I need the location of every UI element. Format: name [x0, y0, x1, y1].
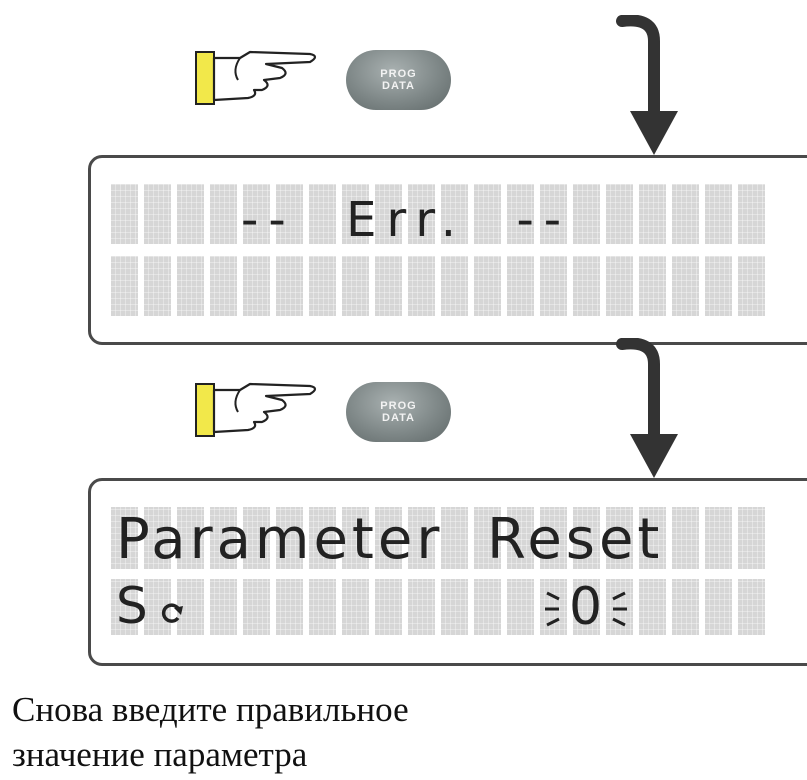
key-label-line1: PROG — [380, 400, 417, 412]
caption-line-1: Снова введите правильное — [12, 690, 409, 729]
pointing-hand-icon — [195, 382, 317, 437]
lcd-row-2-cells — [111, 256, 807, 316]
key-label-line1: PROG — [380, 68, 417, 80]
lcd-row-2-cells — [111, 579, 807, 635]
error-message: -- Err. -- — [241, 192, 572, 248]
key-label-line2: DATA — [382, 412, 415, 424]
lcd-row-1-cells — [111, 507, 807, 569]
prog-data-key[interactable]: PROG DATA — [346, 382, 451, 442]
down-arrow-icon — [616, 15, 678, 155]
parameter-reset-message: Parameter Reset — [116, 507, 664, 572]
key-label-line2: DATA — [382, 80, 415, 92]
lcd-display-error: -- Err. -- — [88, 155, 807, 345]
down-arrow-icon — [616, 338, 678, 478]
reset-value: 0 — [569, 577, 603, 637]
caption-line-2: значение параметра — [12, 735, 308, 774]
blink-indicator-icon — [545, 591, 560, 627]
blinking-value: 0 — [543, 577, 633, 637]
lcd-display-parameter-reset: Parameter Reset S 0 — [88, 478, 807, 666]
blink-indicator-icon — [612, 591, 627, 627]
status-letter: S — [116, 577, 150, 635]
pointing-hand-icon — [195, 50, 317, 105]
rotate-arrow-icon — [161, 603, 183, 623]
prog-data-key[interactable]: PROG DATA — [346, 50, 451, 110]
lcd-row-1-cells — [111, 184, 807, 244]
